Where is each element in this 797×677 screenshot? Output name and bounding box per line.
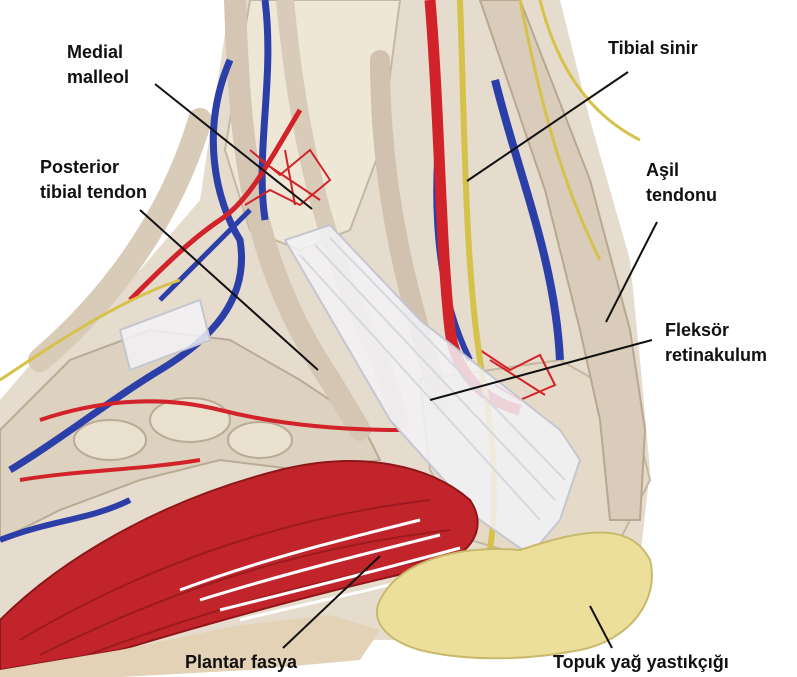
label-medial-malleol: Medial malleol xyxy=(67,40,129,90)
label-posterior-tibial-tendon-line-2: tibial tendon xyxy=(40,182,147,202)
leader-posterior-tibial-tendon xyxy=(139,209,319,371)
artery-network xyxy=(244,148,332,207)
nerve-4 xyxy=(538,0,641,142)
bone-3 xyxy=(227,421,293,459)
plantar-soft-tissue xyxy=(0,615,380,677)
vein-5 xyxy=(0,497,132,543)
label-asil-tendonu: Aşil tendonu xyxy=(646,158,717,208)
vein-1 xyxy=(8,58,245,474)
artery-3 xyxy=(39,399,401,432)
nerve-2 xyxy=(518,0,602,261)
label-posterior-tibial-tendon: Posterior tibial tendon xyxy=(40,155,147,205)
label-tibial-sinir-text: Tibial sinir xyxy=(608,38,698,58)
heel-fat-pad xyxy=(375,531,653,660)
label-medial-malleol-line-1: Medial xyxy=(67,42,124,62)
nerve-3 xyxy=(0,278,181,382)
label-fleksor-retinakulum-line-1: Fleksör xyxy=(665,320,730,340)
label-fleksor-retinakulum: Fleksör retinakulum xyxy=(665,318,767,368)
achilles-tendon xyxy=(478,0,647,521)
vein-3 xyxy=(491,79,564,361)
extensor-retinaculum xyxy=(118,298,212,372)
leader-fleksor-retinakulum xyxy=(429,339,653,401)
tendon-posterior-tibial xyxy=(224,0,371,441)
artery-4 xyxy=(19,458,201,482)
leader-asil-tendonu xyxy=(605,221,658,323)
flexor-retinaculum xyxy=(283,223,582,557)
label-tibial-sinir: Tibial sinir xyxy=(608,36,698,61)
leader-plantar-fasya xyxy=(282,555,381,649)
bone-2 xyxy=(73,419,147,461)
label-posterior-tibial-tendon-line-1: Posterior xyxy=(40,157,120,177)
plantar-fascia-fibers xyxy=(179,518,481,622)
leader-topuk-yag-yastikcigi xyxy=(589,605,613,649)
label-topuk-yag-yastikcigi-text: Topuk yağ yastıkçığı xyxy=(553,652,729,672)
label-medial-malleol-line-2: malleol xyxy=(67,67,130,87)
leader-medial-malleol xyxy=(154,83,313,210)
artery-2 xyxy=(128,108,303,302)
leader-tibial-sinir xyxy=(466,71,629,182)
vein-6 xyxy=(158,208,252,302)
label-topuk-yag-yastikcigi: Topuk yağ yastıkçığı xyxy=(553,650,729,675)
retinaculum-fibers xyxy=(299,237,566,521)
label-plantar-fasya-text: Plantar fasya xyxy=(185,652,298,672)
label-plantar-fasya: Plantar fasya xyxy=(185,650,297,675)
label-asil-tendonu-line-2: tendonu xyxy=(646,185,717,205)
label-asil-tendonu-line-1: Aşil xyxy=(646,160,680,180)
leader-lines xyxy=(139,71,658,649)
label-fleksor-retinakulum-line-2: retinakulum xyxy=(665,345,768,365)
